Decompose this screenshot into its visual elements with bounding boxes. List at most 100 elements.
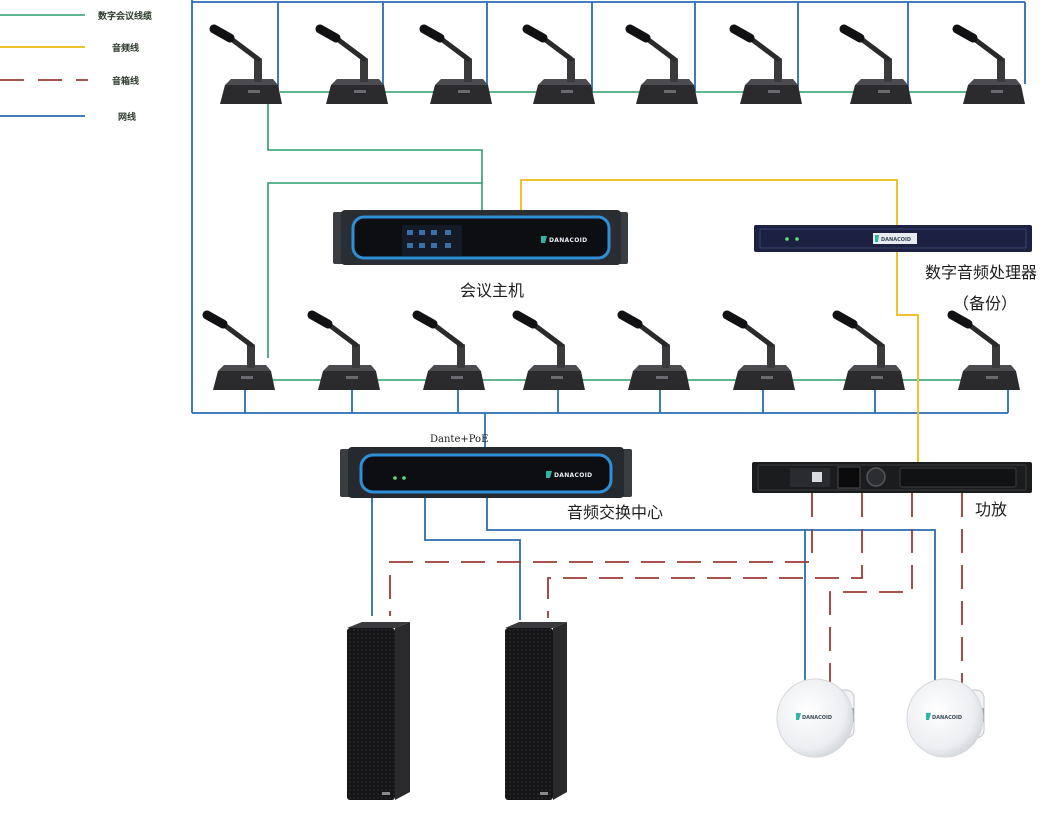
microphone-head: [307, 310, 333, 329]
conference-host: DANACOID: [333, 210, 628, 265]
audio-host-to-dsp: [520, 179, 898, 226]
microphone-button: [991, 90, 1003, 93]
microphone-button: [878, 90, 890, 93]
microphone-bottom-4: [512, 310, 585, 390]
ceiling-speaker-right-grille: [906, 678, 984, 758]
microphone-button: [346, 376, 358, 379]
switch-logo-text: DANACOID: [554, 472, 592, 479]
microphone-base-top: [963, 365, 1016, 371]
microphone-bottom-2: [307, 310, 380, 390]
column-speaker-left-grille: [347, 628, 395, 800]
microphones: [202, 24, 1025, 390]
microphone-button: [561, 90, 573, 93]
network-drop-bottom: [244, 386, 1009, 413]
microphone-base-top: [745, 79, 798, 85]
dsp-led-1: [785, 237, 789, 241]
microphone-head: [722, 310, 748, 329]
microphone-gooseneck: [325, 321, 359, 348]
amp-volume-knob: [866, 467, 886, 487]
microphone-base: [843, 371, 905, 390]
host-display-icons: [407, 230, 451, 248]
column-speaker-left-badge: [382, 792, 390, 795]
microphone-stem: [254, 58, 262, 82]
microphone-top-5: [625, 24, 698, 104]
microphone-top-3: [419, 24, 492, 104]
microphone-gooseneck: [643, 35, 677, 62]
network-cables: [191, 0, 1026, 688]
microphone-stem: [352, 344, 360, 368]
audio-switch: DANACOID: [340, 447, 632, 498]
column-speaker-left-top: [347, 622, 410, 628]
microphone-bottom-8: [947, 310, 1020, 390]
column-speaker-right-badge: [540, 792, 548, 795]
ceiling-speaker-right-logo-text: DANACOID: [932, 715, 962, 721]
microphone-top-6: [729, 24, 802, 104]
host-logo-mark: [541, 236, 547, 243]
microphone-button: [986, 376, 998, 379]
ceiling-speaker-left: DANACOID: [776, 678, 855, 758]
microphone-gooseneck: [857, 35, 891, 62]
microphone-bottom-6: [722, 310, 795, 390]
dsp-label: 数字音频处理器: [925, 263, 1037, 282]
microphone-stem: [992, 344, 1000, 368]
switch-front-panel: [359, 453, 613, 494]
speaker-cable-column-left: [389, 493, 813, 616]
microphone-base-top: [323, 365, 376, 371]
microphone-button: [656, 376, 668, 379]
microphone-head: [952, 24, 978, 43]
microphone-base-top: [538, 79, 591, 85]
microphone-stem: [662, 344, 670, 368]
conference-top-to-host: [267, 100, 483, 212]
microphone-base-top: [633, 365, 686, 371]
microphone-top-7: [839, 24, 912, 104]
microphone-base-top: [848, 365, 901, 371]
microphone-gooseneck: [850, 321, 884, 348]
microphone-gooseneck: [220, 321, 254, 348]
amp-trim: [757, 464, 1027, 491]
microphone-head: [202, 310, 228, 329]
network-drop-top: [277, 2, 1026, 92]
microphone-base-top: [428, 365, 481, 371]
audio-cables: [520, 179, 919, 462]
microphone-base-top: [218, 365, 271, 371]
microphone-bottom-7: [832, 310, 905, 390]
microphone-stem: [670, 58, 678, 82]
microphone-button: [664, 90, 676, 93]
microphone-stem: [767, 344, 775, 368]
switch-led-2: [402, 476, 406, 480]
dsp-note: （备份）: [953, 294, 1017, 313]
microphone-head: [522, 24, 548, 43]
microphone-base: [733, 371, 795, 390]
amplifier: [752, 462, 1032, 493]
microphone-head: [729, 24, 755, 43]
microphone-head: [947, 310, 973, 329]
microphone-base-top: [968, 79, 1021, 85]
microphone-head: [209, 24, 235, 43]
speaker-cables: [389, 493, 963, 684]
microphone-base-top: [435, 79, 488, 85]
microphone-stem: [360, 58, 368, 82]
speaker-cable-ceiling-left: [829, 493, 913, 682]
microphone-head: [839, 24, 865, 43]
microphone-head: [419, 24, 445, 43]
microphone-gooseneck: [635, 321, 669, 348]
column-speaker-right-side: [553, 622, 567, 800]
microphone-bottom-5: [617, 310, 690, 390]
microphone-top-8: [952, 24, 1025, 104]
host-logo-text: DANACOID: [549, 237, 587, 244]
microphone-base-top: [641, 79, 694, 85]
microphone-stem: [774, 58, 782, 82]
conference-host-to-bottom: [267, 182, 482, 358]
microphone-button: [768, 90, 780, 93]
microphone-base: [958, 371, 1020, 390]
legend: 数字会议线缆 音频线 音箱线 网线: [0, 10, 152, 123]
audio-switch-label: 音频交换中心: [567, 503, 663, 522]
microphone-button: [761, 376, 773, 379]
microphone-stem: [884, 58, 892, 82]
column-speaker-right: [505, 622, 567, 800]
dsp-logo-plate: [873, 233, 917, 244]
microphone-base: [430, 85, 492, 104]
conference-host-label: 会议主机: [460, 281, 524, 300]
microphone-head: [315, 24, 341, 43]
